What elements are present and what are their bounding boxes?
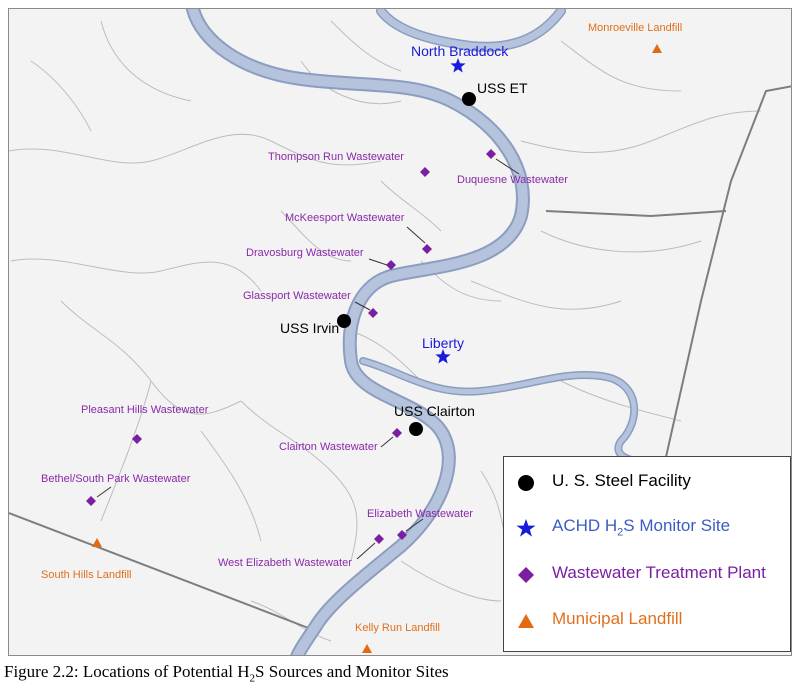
elizabeth-leader-line	[405, 518, 424, 532]
uss-clairton-marker[interactable]	[409, 422, 423, 436]
legend-row-wastewater: Wastewater Treatment Plant	[504, 559, 790, 589]
kelly-run-landfill-marker[interactable]	[362, 644, 372, 653]
south-hills-landfill-marker[interactable]	[92, 538, 102, 547]
west-elizabeth-leader-line	[356, 542, 376, 560]
thompson-run-label: Thompson Run Wastewater	[268, 151, 404, 163]
uss-clairton-label: USS Clairton	[394, 403, 475, 419]
bethel-south-park-leader-line	[96, 486, 112, 498]
map-legend: U. S. Steel Facility ACHD H2S Monitor Si…	[503, 456, 791, 652]
bethel-south-park-wastewater-marker[interactable]	[86, 496, 96, 506]
dravosburg-wastewater-marker[interactable]	[386, 260, 396, 270]
monitor-star-icon	[516, 519, 536, 537]
pleasant-hills-wastewater-marker[interactable]	[132, 434, 142, 444]
duquesne-wastewater-marker[interactable]	[486, 149, 496, 159]
clairton-leader-line	[380, 436, 394, 448]
north-braddock-monitor-marker[interactable]	[450, 58, 466, 73]
legend-label-landfill: Municipal Landfill	[552, 609, 683, 628]
legend-label-steel: U. S. Steel Facility	[552, 471, 691, 490]
legend-label-wastewater: Wastewater Treatment Plant	[552, 563, 766, 582]
county-lines	[9, 85, 791, 630]
figure-caption: Figure 2.2: Locations of Potential H2S S…	[4, 662, 449, 685]
landfill-triangle-icon	[518, 614, 534, 628]
monroeville-landfill-marker[interactable]	[652, 44, 662, 53]
liberty-label: Liberty	[422, 335, 464, 351]
pleasant-hills-label: Pleasant Hills Wastewater	[81, 404, 209, 416]
elizabeth-wastewater-marker[interactable]	[397, 530, 407, 540]
label-leaders	[96, 158, 520, 560]
west-elizabeth-wastewater-marker[interactable]	[374, 534, 384, 544]
thompson-run-wastewater-marker[interactable]	[420, 167, 430, 177]
site-markers	[86, 44, 662, 653]
north-braddock-label: North Braddock	[411, 43, 509, 59]
dravosburg-label: Dravosburg Wastewater	[246, 247, 364, 259]
west-elizabeth-label: West Elizabeth Wastewater	[218, 557, 352, 569]
uss-et-marker[interactable]	[462, 92, 476, 106]
mckeesport-label: McKeesport Wastewater	[285, 212, 405, 224]
clairton-wastewater-marker[interactable]	[392, 428, 402, 438]
rivers	[186, 9, 655, 655]
elizabeth-label: Elizabeth Wastewater	[367, 508, 473, 520]
dravosburg-leader-line	[368, 258, 388, 266]
duquesne-label: Duquesne Wastewater	[457, 174, 568, 186]
bethel-south-park-label: Bethel/South Park Wastewater	[41, 473, 191, 485]
wastewater-diamond-icon	[518, 567, 534, 583]
kelly-run-label: Kelly Run Landfill	[355, 622, 440, 634]
clairton-label: Clairton Wastewater	[279, 441, 378, 453]
glassport-label: Glassport Wastewater	[243, 290, 351, 302]
liberty-monitor-marker[interactable]	[435, 349, 451, 364]
mckeesport-leader-line	[406, 226, 426, 244]
south-hills-label: South Hills Landfill	[41, 569, 132, 581]
legend-row-steel: U. S. Steel Facility	[504, 467, 790, 497]
glassport-wastewater-marker[interactable]	[368, 308, 378, 318]
legend-row-landfill: Municipal Landfill	[504, 605, 790, 635]
uss-irvin-marker[interactable]	[337, 314, 351, 328]
legend-label-monitor: ACHD H2S Monitor Site	[552, 516, 731, 539]
uss-et-label: USS ET	[477, 80, 528, 96]
glassport-leader-line	[354, 301, 371, 311]
legend-row-monitor: ACHD H2S Monitor Site	[504, 512, 790, 542]
duquesne-leader-line	[495, 158, 520, 175]
mckeesport-wastewater-marker[interactable]	[422, 244, 432, 254]
uss-irvin-label: USS Irvin	[280, 320, 339, 336]
steel-facility-icon	[518, 475, 534, 491]
monroeville-label: Monroeville Landfill	[588, 22, 682, 34]
